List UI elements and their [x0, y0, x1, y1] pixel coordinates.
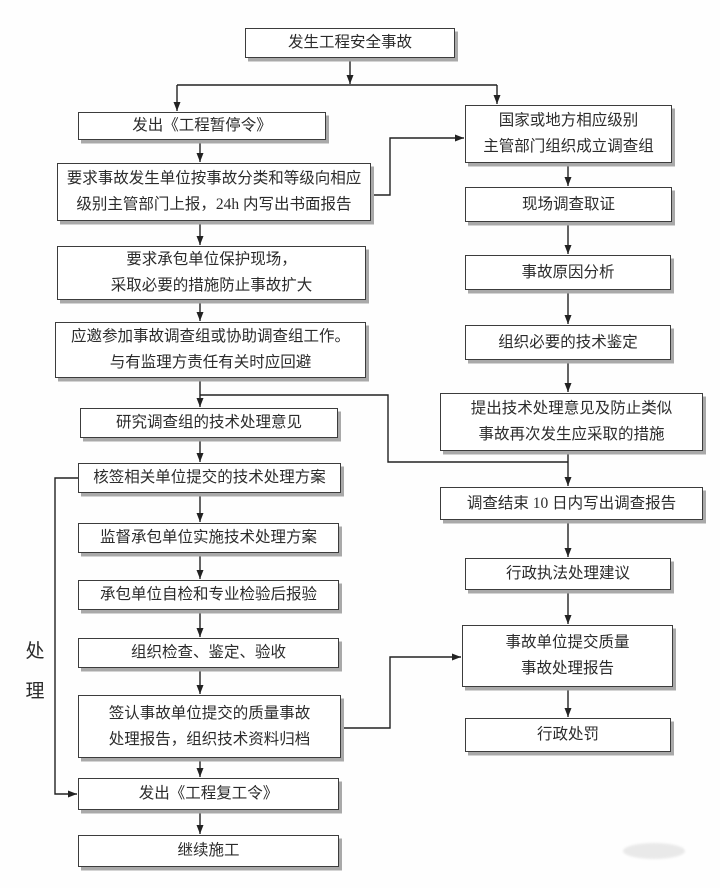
- flow-node-propose-technical-opinions: 提出技术处理意见及防止类似 事故再次发生应采取的措施: [440, 393, 703, 451]
- flow-node-supervise-implementation: 监督承包单位实施技术处理方案: [78, 523, 339, 553]
- flow-node-cause-analysis: 事故原因分析: [465, 255, 671, 290]
- watermark: [623, 843, 685, 859]
- flow-edge-9: [200, 394, 568, 463]
- flow-node-protect-site: 要求承包单位保护现场， 采取必要的措施防止事故扩大: [57, 246, 366, 300]
- flow-node-investigation-report-10days: 调查结束 10 日内写出调查报告: [440, 487, 703, 520]
- flow-node-report-to-authorities: 要求事故发生单位按事故分类和等级向相应 级别主管部门上报，24h 内写出书面报告: [57, 163, 371, 221]
- phase-label-handling: 处 理: [25, 641, 45, 702]
- flow-node-study-technical-opinions: 研究调查组的技术处理意见: [80, 408, 338, 438]
- flow-node-issue-resume-order: 发出《工程复工令》: [78, 778, 339, 810]
- flow-node-authorities-form-team: 国家或地方相应级别 主管部门组织成立调查组: [465, 105, 672, 163]
- flow-node-organize-inspection-acceptance: 组织检查、鉴定、验收: [78, 638, 339, 668]
- flow-node-continue-construction: 继续施工: [78, 835, 339, 867]
- flow-edge-18: [341, 653, 461, 729]
- flow-edge-6: [371, 134, 464, 196]
- flow-edge-17: [54, 477, 78, 798]
- flow-node-countersign-technical-plan: 核签相关单位提交的技术处理方案: [78, 463, 341, 493]
- flow-node-countersign-report-archive: 签认事故单位提交的质量事故 处理报告，组织技术资料归档: [78, 695, 341, 758]
- flow-node-administrative-penalty: 行政处罚: [465, 718, 671, 752]
- flow-node-accident-occurs: 发生工程安全事故: [245, 28, 455, 58]
- flow-node-admin-enforcement-suggestion: 行政执法处理建议: [465, 558, 671, 590]
- edge-layer: [54, 58, 572, 834]
- flow-node-unit-submit-report: 事故单位提交质量 事故处理报告: [462, 625, 673, 687]
- flow-node-join-investigation-team: 应邀参加事故调查组或协助调查组工作。 与有监理方责任有关时应回避: [55, 322, 366, 378]
- flow-node-issue-suspension-order: 发出《工程暂停令》: [78, 112, 326, 140]
- flow-node-technical-appraisal: 组织必要的技术鉴定: [465, 325, 671, 360]
- flow-node-site-investigation: 现场调查取证: [465, 187, 672, 222]
- flow-node-contractor-self-inspection: 承包单位自检和专业检验后报验: [78, 580, 339, 610]
